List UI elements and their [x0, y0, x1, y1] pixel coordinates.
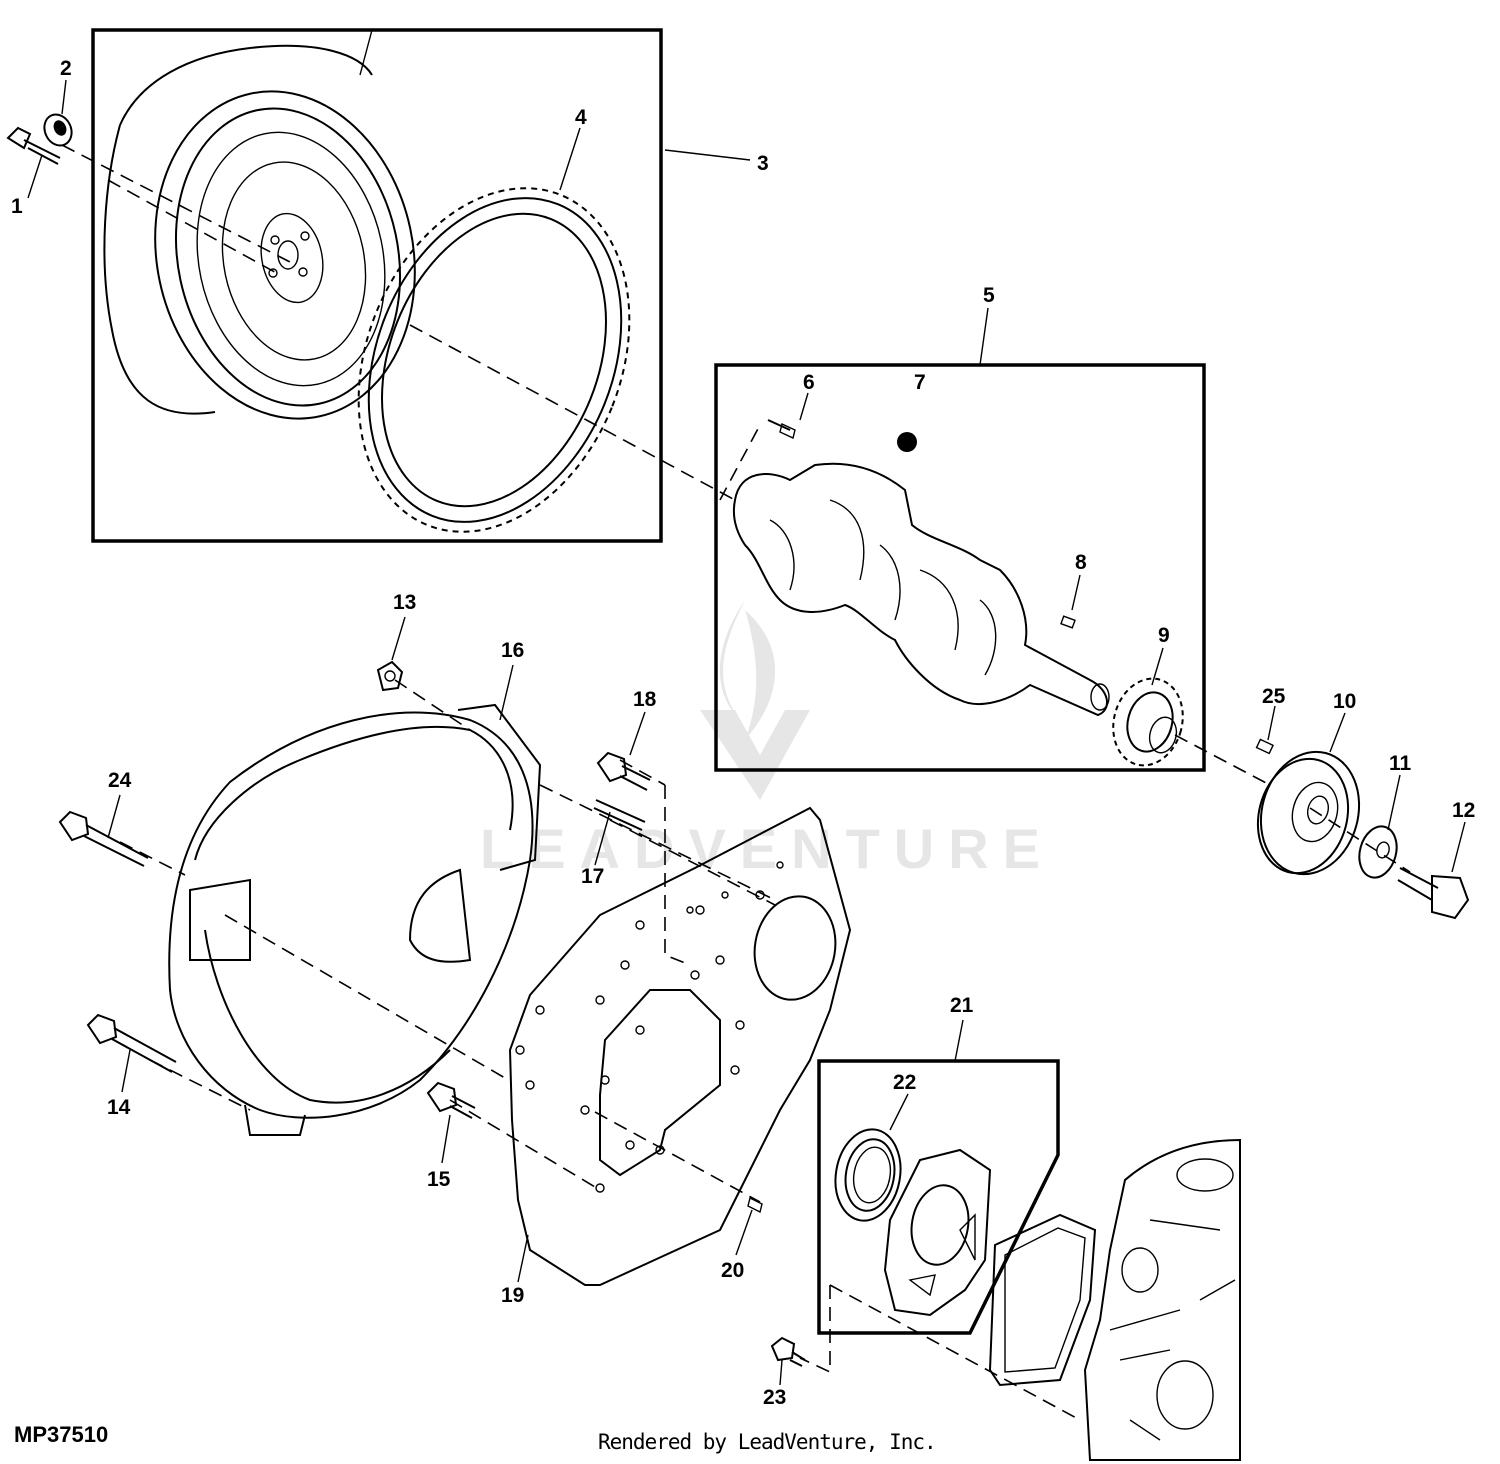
seal-housing	[883, 1148, 992, 1317]
flywheel-bolt	[6, 126, 61, 165]
flywheel	[103, 44, 416, 420]
callout-21: 21	[950, 994, 974, 1017]
housing-stud	[593, 799, 646, 831]
callout-19: 19	[501, 1284, 524, 1307]
callout-12: 12	[1452, 799, 1475, 822]
callout-labels: 1 2 3 4 5 6 7 8 9 10 11 12 13 14 15 16 1…	[11, 57, 1475, 1409]
flywheel-housing	[168, 703, 542, 1136]
callout-13: 13	[393, 591, 416, 614]
callout-9: 9	[1158, 624, 1170, 647]
dowel-pin	[747, 1196, 763, 1214]
callout-8: 8	[1075, 551, 1087, 574]
flywheel-washer	[43, 113, 73, 147]
oil-seal	[834, 1128, 902, 1222]
callout-10: 10	[1333, 690, 1356, 713]
crankshaft-pulley	[1256, 750, 1361, 876]
callout-2: 2	[60, 57, 72, 80]
callout-3: 3	[757, 152, 769, 175]
callout-22: 22	[893, 1071, 916, 1094]
housing-nut	[376, 660, 404, 692]
seal-housing-bolt	[770, 1336, 806, 1367]
flywheel-assembly-box	[91, 28, 663, 543]
pulley-washer	[1358, 825, 1398, 879]
pulley-key	[1255, 738, 1274, 755]
callout-23: 23	[763, 1386, 786, 1409]
callout-25: 25	[1262, 685, 1286, 708]
crankshaft	[732, 419, 1110, 717]
callout-5: 5	[983, 284, 995, 307]
housing-bolt-long-upper	[58, 810, 149, 867]
seal-housing-gasket	[988, 1213, 1097, 1387]
crankshaft-assembly-box	[714, 363, 1206, 772]
crankshaft-plug	[897, 432, 917, 452]
callout-16: 16	[501, 639, 524, 662]
crankshaft-key	[1060, 615, 1076, 629]
pulley-bolt	[1397, 867, 1470, 920]
watermark-text: LEADVENTURE	[480, 817, 1054, 880]
callout-6: 6	[803, 371, 815, 394]
leader-lines	[27, 29, 1466, 1386]
callout-24: 24	[108, 769, 132, 792]
callout-15: 15	[427, 1168, 451, 1191]
ring-gear	[357, 187, 631, 533]
callout-18: 18	[633, 688, 657, 711]
callout-7: 7	[914, 371, 926, 394]
callout-20: 20	[721, 1259, 744, 1282]
callout-1: 1	[11, 195, 23, 218]
engine-block	[1083, 1138, 1241, 1461]
callout-14: 14	[107, 1096, 131, 1119]
housing-bolt-long-lower	[86, 1013, 177, 1073]
leadventure-watermark: LEADVENTURE	[480, 600, 1054, 880]
callout-17: 17	[581, 865, 604, 888]
callout-11: 11	[1389, 752, 1412, 775]
housing-bolt-upper	[596, 751, 651, 791]
render-credit: Rendered by LeadVenture, Inc.	[598, 1430, 937, 1454]
seal-housing-box	[817, 1059, 1060, 1335]
housing-bolt-short	[426, 1081, 476, 1119]
callout-4: 4	[575, 106, 587, 129]
engine-plate	[508, 806, 852, 1286]
figure-id: MP37510	[14, 1422, 109, 1447]
crankshaft-gear	[1112, 677, 1184, 767]
